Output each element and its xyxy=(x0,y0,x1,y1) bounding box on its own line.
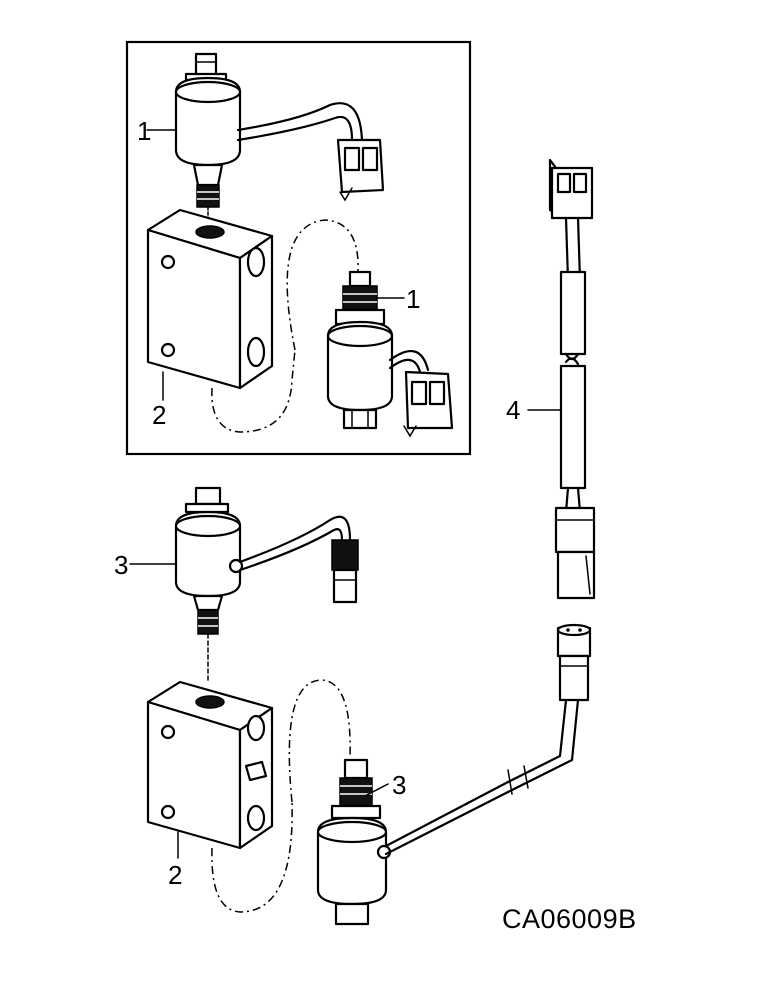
wire-harness-lower-left xyxy=(238,515,359,604)
assembly-link-upper-b xyxy=(211,349,296,433)
callout-1-upper-left: 1 xyxy=(137,116,151,146)
extension-harness xyxy=(548,158,596,600)
solenoid-valve-upper-left xyxy=(174,52,242,223)
inset-frame xyxy=(125,40,472,456)
wire-harness-upper-right xyxy=(388,349,454,438)
wire-harness-upper-left xyxy=(236,102,385,202)
callout-3-lower-left: 3 xyxy=(114,550,128,580)
solenoid-valve-lower-left xyxy=(174,486,244,681)
solenoid-valve-upper-right xyxy=(326,270,394,430)
callout-1-upper-right: 1 xyxy=(406,284,420,314)
callout-3-lower-right: 3 xyxy=(392,770,406,800)
callout-4: 4 xyxy=(506,395,520,425)
valve-block-lower xyxy=(146,680,274,850)
callout-2-upper: 2 xyxy=(152,400,166,430)
drawing-code: CA06009B xyxy=(502,904,637,934)
callout-2-lower: 2 xyxy=(168,860,182,890)
solenoid-valve-lower-right xyxy=(316,758,392,926)
wire-harness-lower-right xyxy=(384,623,592,856)
assembly-link-upper-a xyxy=(286,219,359,351)
assembly-link-lower-a xyxy=(288,679,351,803)
leader-3b xyxy=(364,783,389,797)
valve-block-upper xyxy=(146,208,274,390)
